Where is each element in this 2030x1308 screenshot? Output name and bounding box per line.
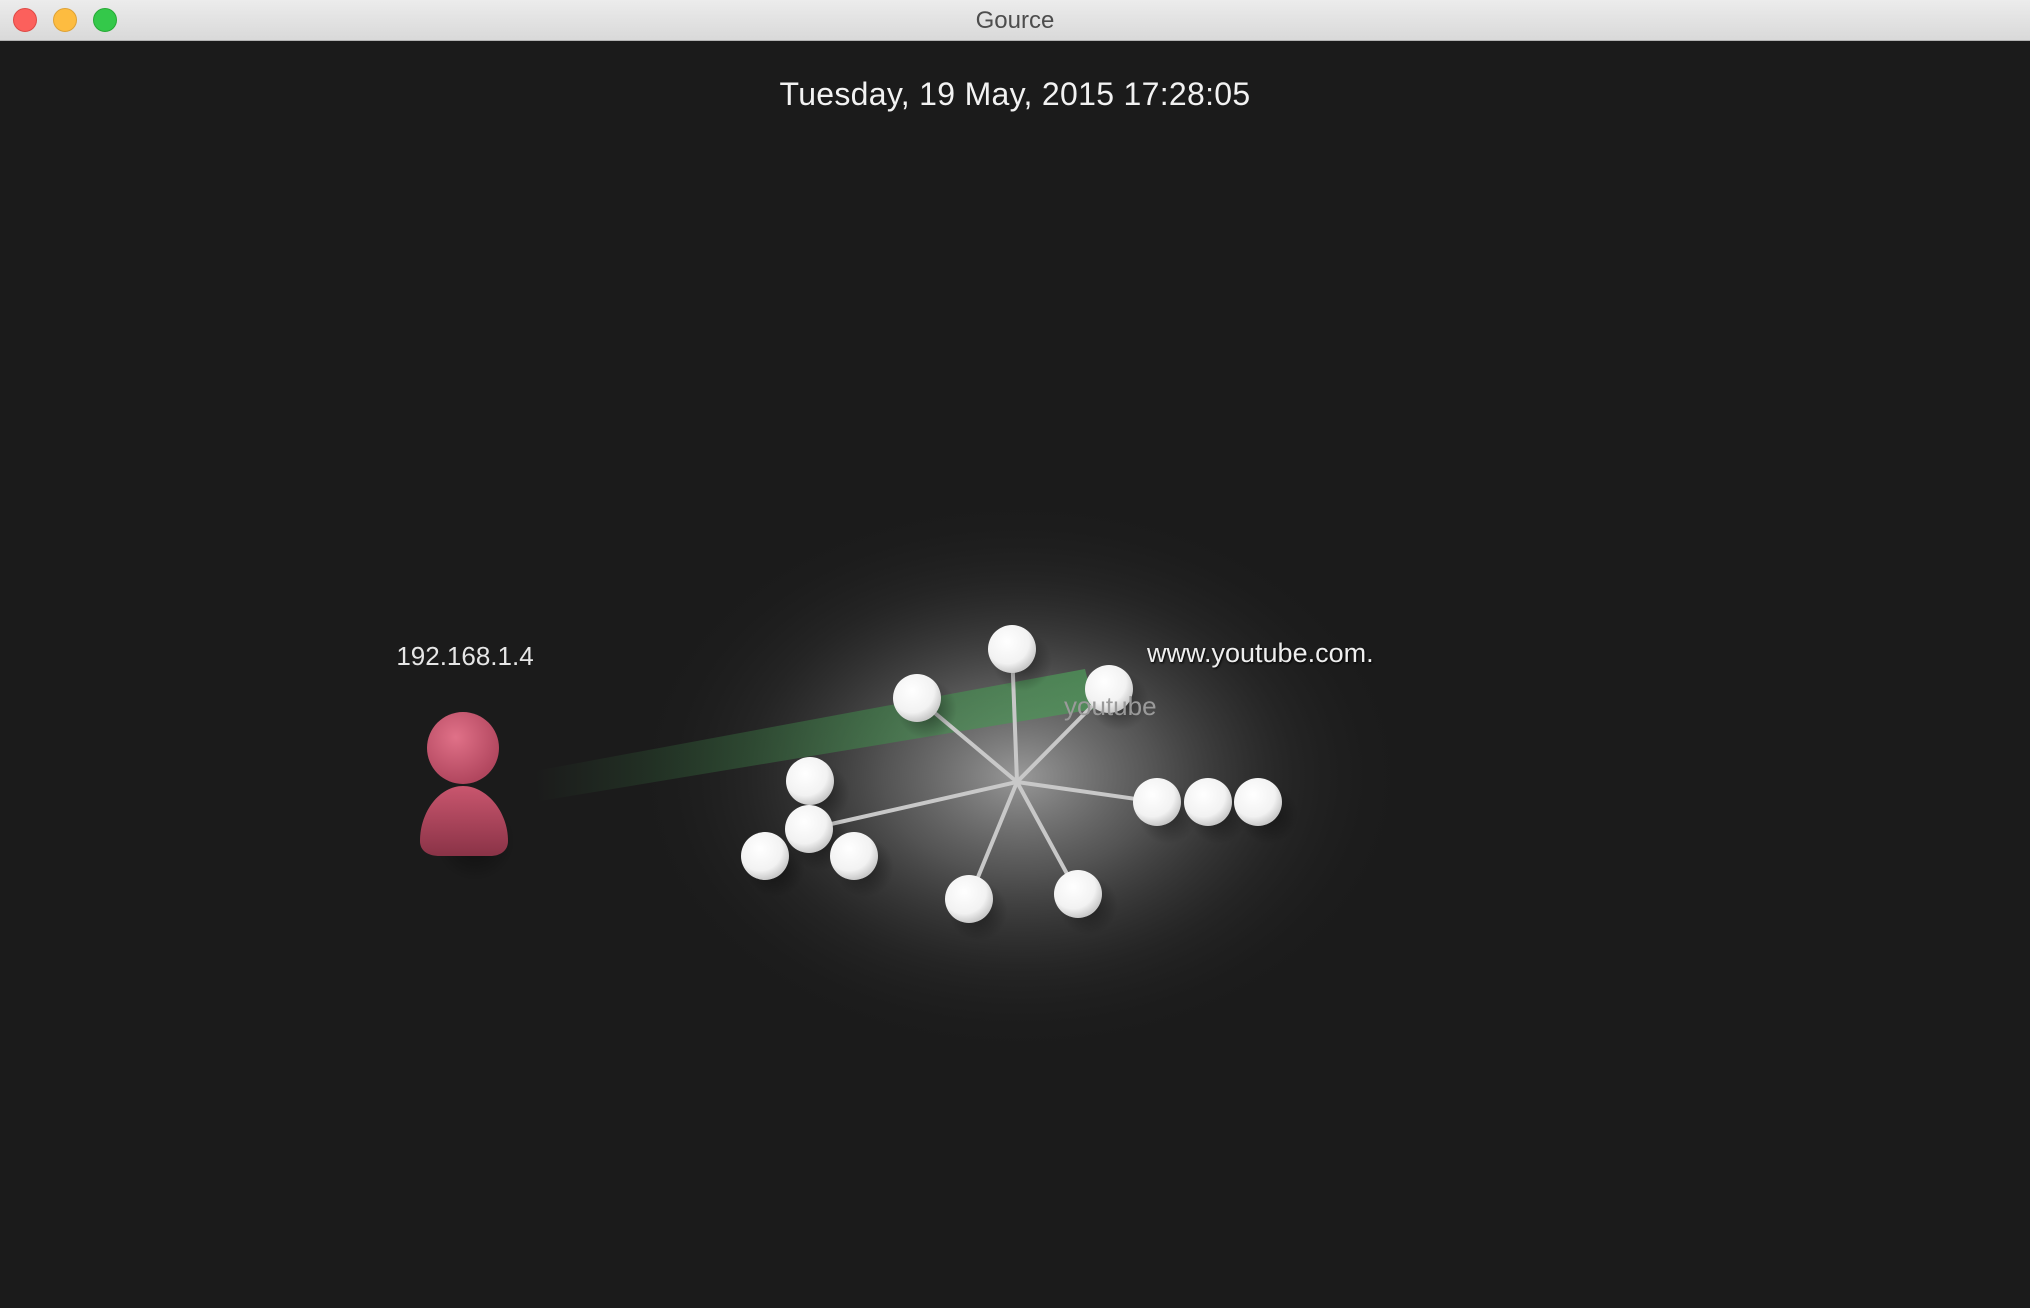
minimize-button[interactable] <box>53 8 77 32</box>
file-node[interactable] <box>1133 778 1181 826</box>
title-bar[interactable]: Gource <box>0 0 2030 41</box>
datetime-display: Tuesday, 19 May, 2015 17:28:05 <box>779 76 1251 112</box>
visualization-canvas[interactable]: Tuesday, 19 May, 2015 17:28:05 192.168.1… <box>0 41 2030 1308</box>
cluster-glow <box>630 496 1410 1056</box>
graph-svg <box>420 496 1410 1056</box>
file-node[interactable] <box>830 832 878 880</box>
window-title: Gource <box>975 7 1055 34</box>
user-avatar[interactable] <box>420 712 508 856</box>
file-node[interactable] <box>945 875 993 923</box>
file-node[interactable] <box>786 757 834 805</box>
file-node[interactable] <box>1085 665 1133 713</box>
file-node[interactable] <box>1054 870 1102 918</box>
close-button[interactable] <box>13 8 37 32</box>
domain-label: www.youtube.com. <box>1147 638 1374 668</box>
zoom-button[interactable] <box>93 8 117 32</box>
user-label: 192.168.1.4 <box>396 641 534 671</box>
file-node[interactable] <box>741 832 789 880</box>
file-node[interactable] <box>988 625 1036 673</box>
file-node[interactable] <box>785 805 833 853</box>
file-nodes <box>741 625 1282 923</box>
file-node[interactable] <box>893 674 941 722</box>
directory-label: youtube <box>1064 691 1157 721</box>
file-node[interactable] <box>1234 778 1282 826</box>
file-node[interactable] <box>1184 778 1232 826</box>
